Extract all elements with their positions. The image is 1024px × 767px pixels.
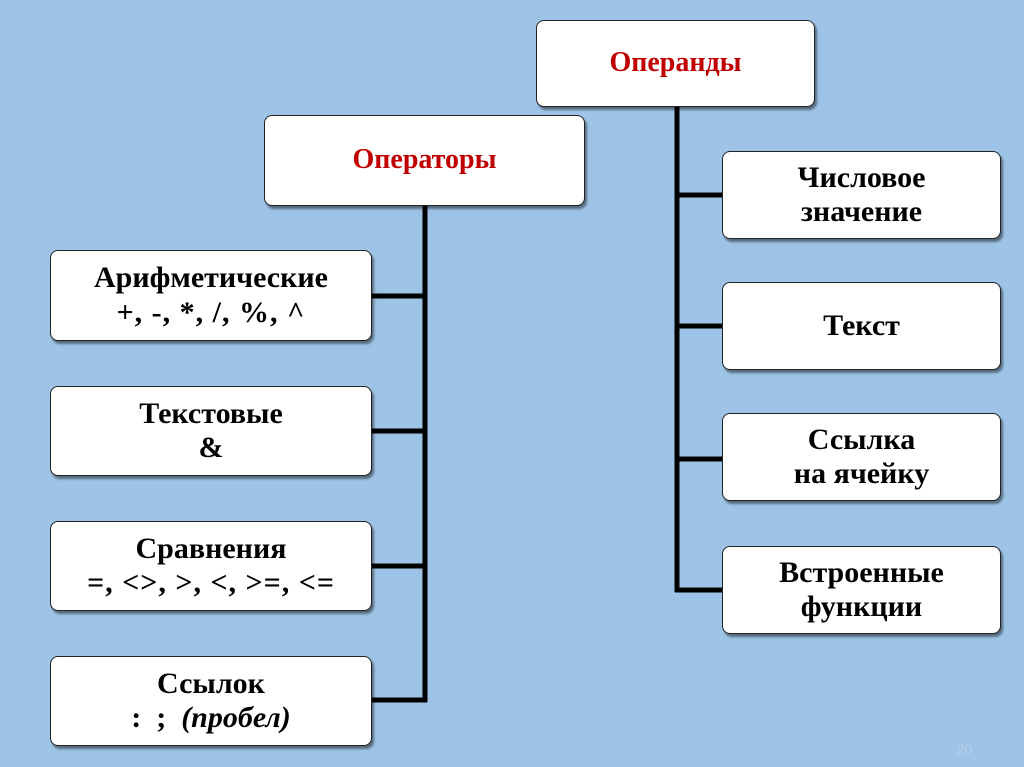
operand-number-line2: значение xyxy=(800,195,923,228)
operands-header: Операнды xyxy=(536,20,815,107)
operator-comparison-symbols: =, <>, >, <, >=, <= xyxy=(87,566,335,599)
operand-cell-reference: Ссылка на ячейку xyxy=(722,413,1001,501)
operator-text: Текстовые & xyxy=(50,386,372,476)
operator-text-label: Текстовые xyxy=(139,396,283,430)
operator-reference-label: Ссылок xyxy=(157,666,265,700)
operand-builtin-functions-line2: функции xyxy=(800,590,923,623)
operators-title: Операторы xyxy=(352,144,497,176)
operand-number: Числовое значение xyxy=(722,151,1001,239)
operator-arithmetic-symbols: +, -, *, /, %, ^ xyxy=(116,295,306,329)
operator-comparison-label: Сравнения xyxy=(135,531,287,565)
operand-cell-reference-line1: Ссылка xyxy=(807,422,916,456)
operator-arithmetic: Арифметические +, -, *, /, %, ^ xyxy=(50,250,372,341)
operator-text-symbols: & xyxy=(198,431,224,464)
operand-builtin-functions: Встроенные функции xyxy=(722,546,1001,634)
operators-header: Операторы xyxy=(264,115,585,206)
operand-cell-reference-line2: на ячейку xyxy=(793,457,930,490)
operator-comparison: Сравнения =, <>, >, <, >=, <= xyxy=(50,521,372,611)
operator-reference-symbols-line: : ; (пробел) xyxy=(131,701,291,736)
operator-reference-symbols: : ; xyxy=(131,701,182,734)
operand-text: Текст xyxy=(722,282,1001,370)
operator-arithmetic-label: Арифметические xyxy=(94,261,328,294)
operand-number-line1: Числовое xyxy=(797,160,926,194)
operand-builtin-functions-line1: Встроенные xyxy=(779,555,944,589)
operand-text-label: Текст xyxy=(823,308,900,342)
page-number: 20 xyxy=(956,741,972,757)
operator-reference-space: (пробел) xyxy=(181,701,291,734)
operator-reference: Ссылок : ; (пробел) xyxy=(50,656,372,746)
operands-title: Операнды xyxy=(609,47,742,79)
